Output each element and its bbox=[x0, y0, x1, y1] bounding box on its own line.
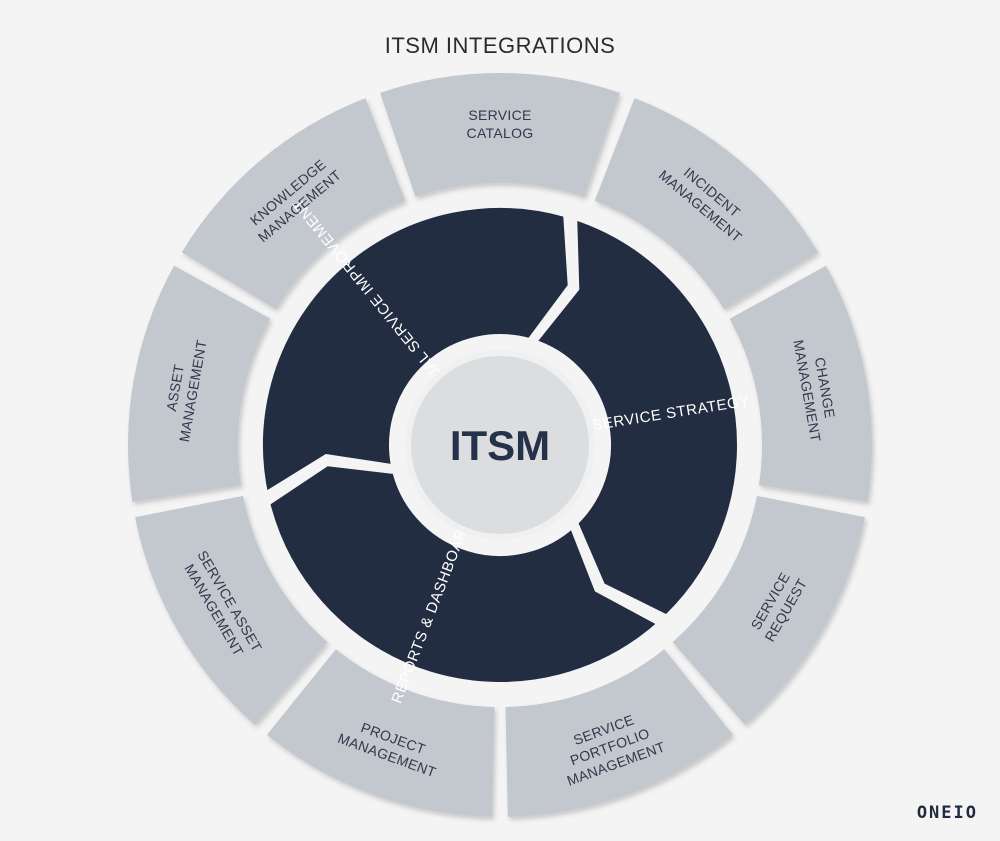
integration-segment-shape bbox=[380, 73, 620, 197]
center-label: ITSM bbox=[450, 422, 550, 469]
integration-segment: ASSETMANAGEMENT bbox=[128, 265, 271, 502]
integration-segment-label-line: SERVICE bbox=[468, 107, 531, 123]
diagram-title: ITSM INTEGRATIONS bbox=[384, 33, 616, 58]
integration-segment-shape bbox=[266, 649, 495, 817]
process-stage: SERVICE STRATEGY bbox=[528, 212, 751, 622]
itsm-center: ITSM bbox=[405, 350, 595, 540]
integration-segment-shape bbox=[672, 495, 865, 725]
integration-segment-shape bbox=[181, 98, 406, 310]
integration-segment-label-line: CATALOG bbox=[467, 125, 534, 141]
integration-segment: SERVICEREQUEST bbox=[672, 495, 865, 725]
integration-segment-shape bbox=[128, 265, 271, 502]
process-stage-arrow bbox=[263, 460, 666, 688]
integration-segment-label: SERVICE CATALOG bbox=[467, 107, 534, 141]
integration-segment-shape bbox=[505, 649, 734, 817]
integration-segments: SERVICE CATALOG INCIDENTMANAGEMENTCHANGEMA… bbox=[128, 73, 872, 817]
integration-segment: KNOWLEDGEMANAGEMENT bbox=[181, 98, 406, 310]
integration-segment: INCIDENTMANAGEMENT bbox=[594, 98, 819, 310]
integration-segment-shape bbox=[135, 495, 328, 725]
integration-segment: SERVICE CATALOG bbox=[380, 73, 620, 197]
integration-segment-shape bbox=[729, 265, 872, 502]
integration-segment: SERVICE ASSETMANAGEMENT bbox=[135, 495, 328, 725]
integration-segment: SERVICEPORTFOLIOMANAGEMENT bbox=[505, 649, 734, 817]
process-stage-arrow bbox=[256, 202, 574, 500]
process-stage: REPORTS & DASHBOARDS bbox=[263, 460, 666, 706]
process-stage-arrow bbox=[528, 212, 743, 622]
process-stage: CONTINUAL SERVICE IMPROVEMENT bbox=[256, 195, 574, 500]
integration-segment-shape bbox=[594, 98, 819, 310]
integration-segment: PROJECTMANAGEMENT bbox=[266, 649, 495, 817]
integration-segment: CHANGEMANAGEMENT bbox=[729, 265, 872, 502]
center-circle bbox=[405, 350, 595, 540]
oneio-logo: ONEIO bbox=[916, 803, 978, 823]
